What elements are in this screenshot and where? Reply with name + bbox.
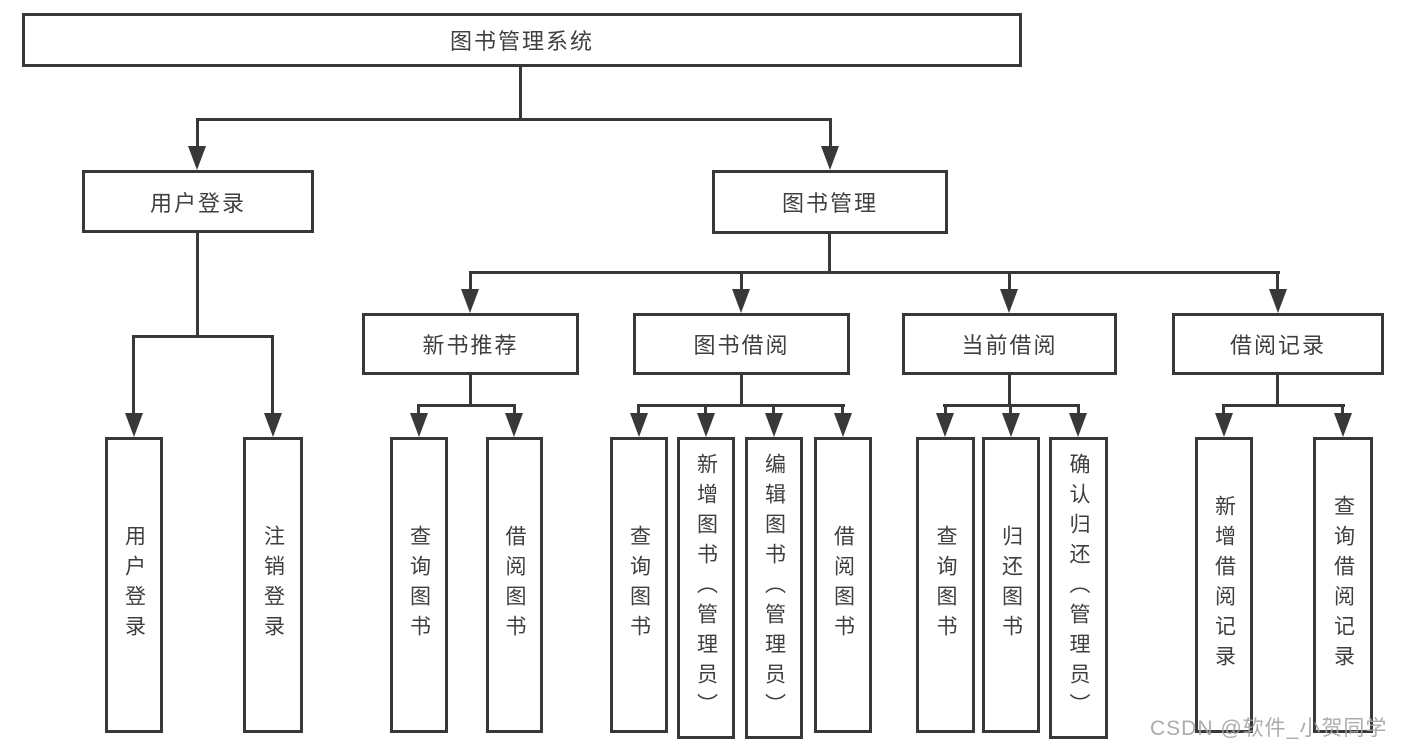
leaf-borrow-books-recommend: 借阅图书	[486, 437, 543, 733]
arrow-to-br-add	[1215, 413, 1233, 437]
connector-borrowing-records-branch-line	[1222, 404, 1345, 407]
leaf-query-books-current: 查询图书	[916, 437, 975, 733]
node-user-login: 用户登录	[82, 170, 314, 233]
leaf-edit-books-admin: 编辑图书（管理员）	[745, 437, 803, 739]
arrow-to-borrowing-records	[1269, 289, 1287, 313]
arrow-to-book-management	[821, 146, 839, 170]
node-current-borrowing: 当前借阅	[902, 313, 1117, 375]
connector-user-login-branch-line	[132, 335, 274, 338]
arrow-to-new-book-recommend	[461, 289, 479, 313]
arrow-to-cb-query	[936, 413, 954, 437]
arrow-to-bb-add	[697, 413, 715, 437]
arrow-to-book-borrowing	[732, 289, 750, 313]
arrow-to-bb-query	[630, 413, 648, 437]
connector-borrowing-records-stem	[1276, 375, 1279, 406]
connector-book-borrowing-branch-line	[637, 404, 845, 407]
connector-stem-borrowing-records	[1276, 271, 1279, 293]
arrow-to-bb-edit	[765, 413, 783, 437]
connector-stem-cb-confirm	[1077, 404, 1080, 417]
connector-stem-bb-query	[637, 404, 640, 417]
connector-user-login-stem	[196, 233, 199, 337]
connector-book-management-branch-line	[469, 271, 1280, 274]
connector-stem-leaf-logout	[271, 335, 274, 415]
arrow-to-leaf-user-login	[125, 413, 143, 437]
leaf-user-login: 用户登录	[105, 437, 163, 733]
node-borrowing-records: 借阅记录	[1172, 313, 1384, 375]
node-new-book-recommend: 新书推荐	[362, 313, 579, 375]
leaf-add-books-admin: 新增图书（管理员）	[677, 437, 735, 739]
connector-stem-bb-edit	[772, 404, 775, 417]
node-book-borrowing: 图书借阅	[633, 313, 850, 375]
connector-stem-current-borrowing	[1008, 271, 1011, 293]
arrow-to-cb-return	[1002, 413, 1020, 437]
node-library-system: 图书管理系统	[22, 13, 1022, 67]
arrow-to-nb-borrow	[505, 413, 523, 437]
leaf-add-borrow-record: 新增借阅记录	[1195, 437, 1253, 733]
arrow-to-nb-query	[410, 413, 428, 437]
connector-stem-new-book-recommend	[469, 271, 472, 293]
arrow-to-leaf-logout	[264, 413, 282, 437]
leaf-query-borrow-record: 查询借阅记录	[1313, 437, 1373, 733]
arrow-to-user-login	[188, 146, 206, 170]
arrow-to-cb-confirm	[1069, 413, 1087, 437]
connector-stem-cb-return	[1009, 404, 1012, 417]
connector-book-borrowing-stem	[740, 375, 743, 406]
leaf-query-books-borrowing: 查询图书	[610, 437, 668, 733]
connector-stem-leaf-user-login	[132, 335, 135, 415]
connector-root-branch-line	[196, 118, 832, 121]
connector-stem-cb-query	[944, 404, 947, 417]
connector-stem-book-management	[829, 118, 832, 148]
connector-new-book-branch-line	[417, 404, 516, 407]
leaf-borrow-books-borrowing: 借阅图书	[814, 437, 872, 733]
connector-stem-nb-query	[417, 404, 420, 417]
node-book-management: 图书管理	[712, 170, 948, 234]
connector-stem-br-add	[1222, 404, 1225, 417]
connector-stem-br-query	[1341, 404, 1344, 417]
leaf-query-books-recommend: 查询图书	[390, 437, 448, 733]
arrow-to-bb-borrow	[834, 413, 852, 437]
connector-root-stem	[519, 67, 522, 120]
connector-stem-bb-add	[704, 404, 707, 417]
arrow-to-br-query	[1334, 413, 1352, 437]
connector-stem-book-borrowing	[740, 271, 743, 293]
connector-stem-bb-borrow	[841, 404, 844, 417]
connector-stem-user-login	[196, 118, 199, 148]
connector-stem-nb-borrow	[513, 404, 516, 417]
leaf-logout: 注销登录	[243, 437, 303, 733]
watermark-text: CSDN @软件_小贺同学	[1150, 717, 1388, 740]
connector-new-book-stem	[469, 375, 472, 406]
arrow-to-current-borrowing	[1000, 289, 1018, 313]
connector-book-management-stem	[828, 234, 831, 273]
leaf-return-books: 归还图书	[982, 437, 1040, 733]
connector-current-borrowing-stem	[1008, 375, 1011, 406]
leaf-confirm-return-admin: 确认归还（管理员）	[1049, 437, 1108, 739]
